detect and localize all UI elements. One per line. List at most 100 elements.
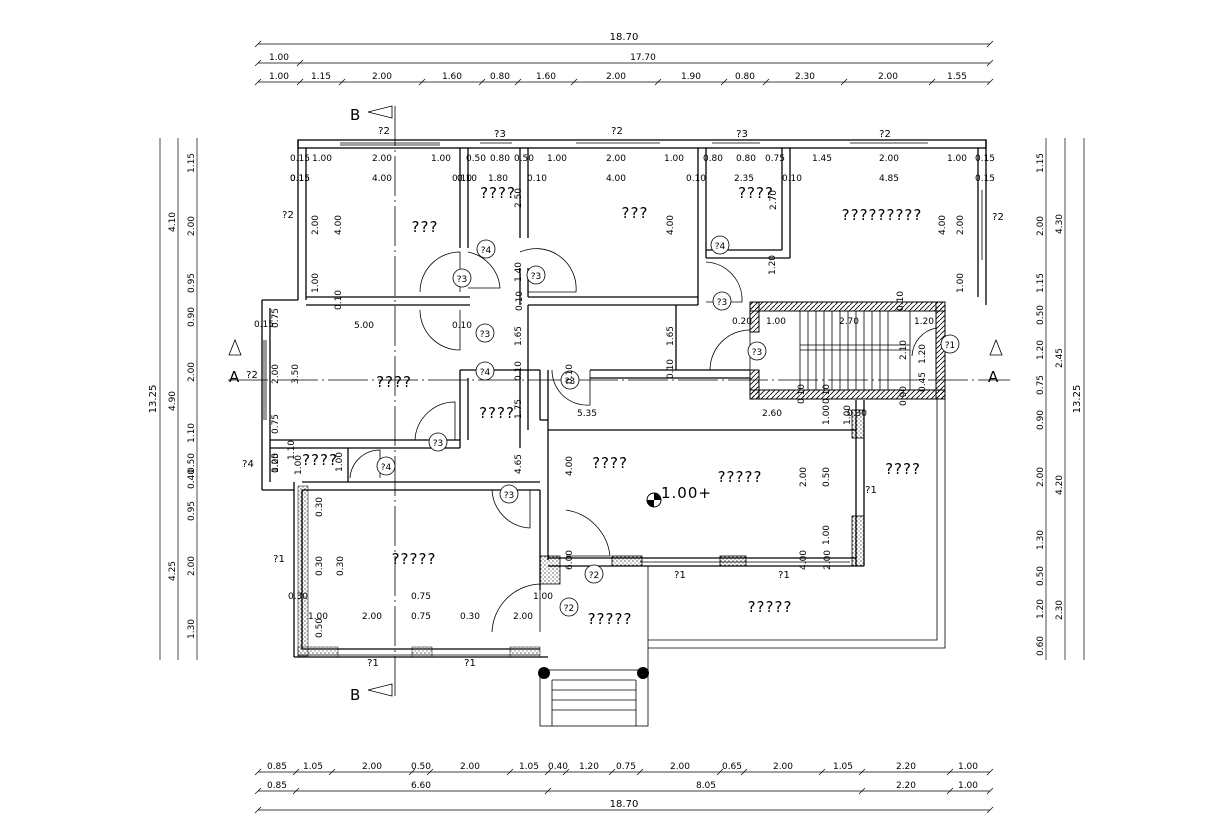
dim-left-segment: 4.10	[168, 212, 178, 232]
dim-right-segment: 2.30	[1055, 600, 1065, 620]
dimension-label: 4.00	[606, 174, 626, 184]
level-label: 1.00+	[661, 484, 712, 502]
dim-bottom-segment: 2.00	[460, 762, 480, 772]
dimension-label: 1.00	[956, 273, 966, 293]
dimension-label: 0.10	[515, 291, 525, 311]
dimension-label: 0.10	[782, 174, 802, 184]
dimension-label: 1.00	[311, 273, 321, 293]
dim-top-segment: 2.00	[606, 72, 626, 82]
dim-bottom-segment: 0.40	[548, 762, 568, 772]
dim-top-total: 18.70	[610, 32, 639, 43]
room-label: ????	[376, 373, 412, 391]
dim-top-segment: 1.60	[536, 72, 556, 82]
room-label: ????	[302, 451, 338, 469]
dim-top-segment: 2.00	[878, 72, 898, 82]
dim-left-segment: 0.95	[187, 273, 197, 293]
dimension-tick	[654, 78, 662, 86]
dimension-label: 0.50	[466, 154, 486, 164]
dim-left-segment: 1.10	[187, 423, 197, 443]
dim-top-segment: 2.00	[372, 72, 392, 82]
dimension-label: 2.70	[769, 190, 779, 210]
dimension-label: 0.15	[290, 154, 310, 164]
dimension-label: 0.50	[315, 618, 325, 638]
dimension-label: 2.00	[823, 550, 833, 570]
dimension-label: 1.00	[533, 592, 553, 602]
dim-bottom-segment: 1.00	[958, 762, 978, 772]
dim-top-segment: 1.60	[442, 72, 462, 82]
left-dimension-chains: 13.25 4.104.904.25 1.152.000.950.902.001…	[148, 138, 198, 660]
dim-right-segment: 4.30	[1055, 214, 1065, 234]
dimension-label: 4.00	[799, 550, 809, 570]
window-label: ?3	[494, 129, 506, 140]
door-tag-circle	[710, 235, 730, 255]
door-tag: ?4	[715, 242, 726, 252]
dimension-label: 0.75	[271, 414, 281, 434]
dimension-label: 0.90	[899, 386, 909, 406]
dim-top-segment: 1.55	[947, 72, 967, 82]
dimension-label: 0.30	[460, 612, 480, 622]
dimension-tick	[928, 78, 936, 86]
room-label: ????	[592, 454, 628, 472]
dim-bottom-segment: 0.85	[267, 781, 287, 791]
section-b-top-label: B	[350, 106, 361, 124]
dimension-tick	[338, 78, 346, 86]
dimension-tick	[858, 768, 866, 776]
dimension-tick	[254, 78, 262, 86]
room-label: ????	[479, 404, 515, 422]
dimension-label: 1.00	[431, 154, 451, 164]
window-label: ?1	[367, 658, 379, 669]
door-tag-circle	[559, 597, 579, 617]
dimension-tick	[506, 768, 514, 776]
dim-left-segment: 1.15	[187, 153, 197, 173]
dimension-tick	[946, 768, 954, 776]
dimension-tick	[296, 59, 304, 67]
dim-bottom-total: 18.70	[610, 799, 639, 810]
dimension-label: 0.10	[457, 174, 477, 184]
dim-right-segment: 0.60	[1036, 636, 1046, 656]
dim-left-segment: 0.40	[187, 469, 197, 489]
dim-left-segment: 2.00	[187, 556, 197, 576]
dimension-tick	[254, 806, 262, 814]
door-tag-circle	[475, 361, 495, 381]
room-label: ????	[738, 184, 774, 202]
dimension-label: 2.70	[839, 317, 859, 327]
dimension-label: 0.75	[271, 308, 281, 328]
dimension-label: 0.30	[315, 556, 325, 576]
door-tag: ?4	[480, 368, 491, 378]
dimension-label: 0.10	[527, 174, 547, 184]
dim-right-segment: 1.15	[1036, 273, 1046, 293]
dimension-label: 0.30	[315, 497, 325, 517]
dim-bottom-segment: 8.05	[696, 781, 716, 791]
dimension-tick	[254, 40, 262, 48]
dim-right-segment: 2.00	[1036, 467, 1046, 487]
dimension-tick	[986, 806, 994, 814]
door-tag: ?3	[531, 272, 542, 282]
dimension-tick	[858, 787, 866, 795]
dimension-label: 1.00	[664, 154, 684, 164]
dimension-label: 1.20	[918, 344, 928, 364]
dim-bottom-segment: 1.05	[833, 762, 853, 772]
door-tag-circle	[940, 334, 960, 354]
dimension-label: 5.35	[577, 409, 597, 419]
dimension-label: 0.80	[490, 154, 510, 164]
dimension-label: 4.00	[334, 215, 344, 235]
door-tag-circle	[475, 323, 495, 343]
dim-left-outer: 13.25	[148, 385, 159, 414]
dimension-label: 0.10	[686, 174, 706, 184]
dimension-tick	[562, 768, 570, 776]
dimension-label: 1.00	[843, 405, 853, 425]
dim-right-segment: 1.15	[1036, 153, 1046, 173]
dim-left-segment: 1.30	[187, 619, 197, 639]
dim-bottom-segment: 2.00	[670, 762, 690, 772]
section-lines: B B A A	[228, 105, 1010, 704]
dimension-label: 2.00	[362, 612, 382, 622]
dim-bottom-segment: 0.85	[267, 762, 287, 772]
dimension-label: 1.00	[312, 154, 332, 164]
dimension-label: 0.10	[452, 174, 472, 184]
dimension-label: 1.45	[812, 154, 832, 164]
dim-bottom-segment: 2.00	[773, 762, 793, 772]
window-label: ?2	[246, 370, 258, 381]
dim-bottom-segment: 1.05	[519, 762, 539, 772]
